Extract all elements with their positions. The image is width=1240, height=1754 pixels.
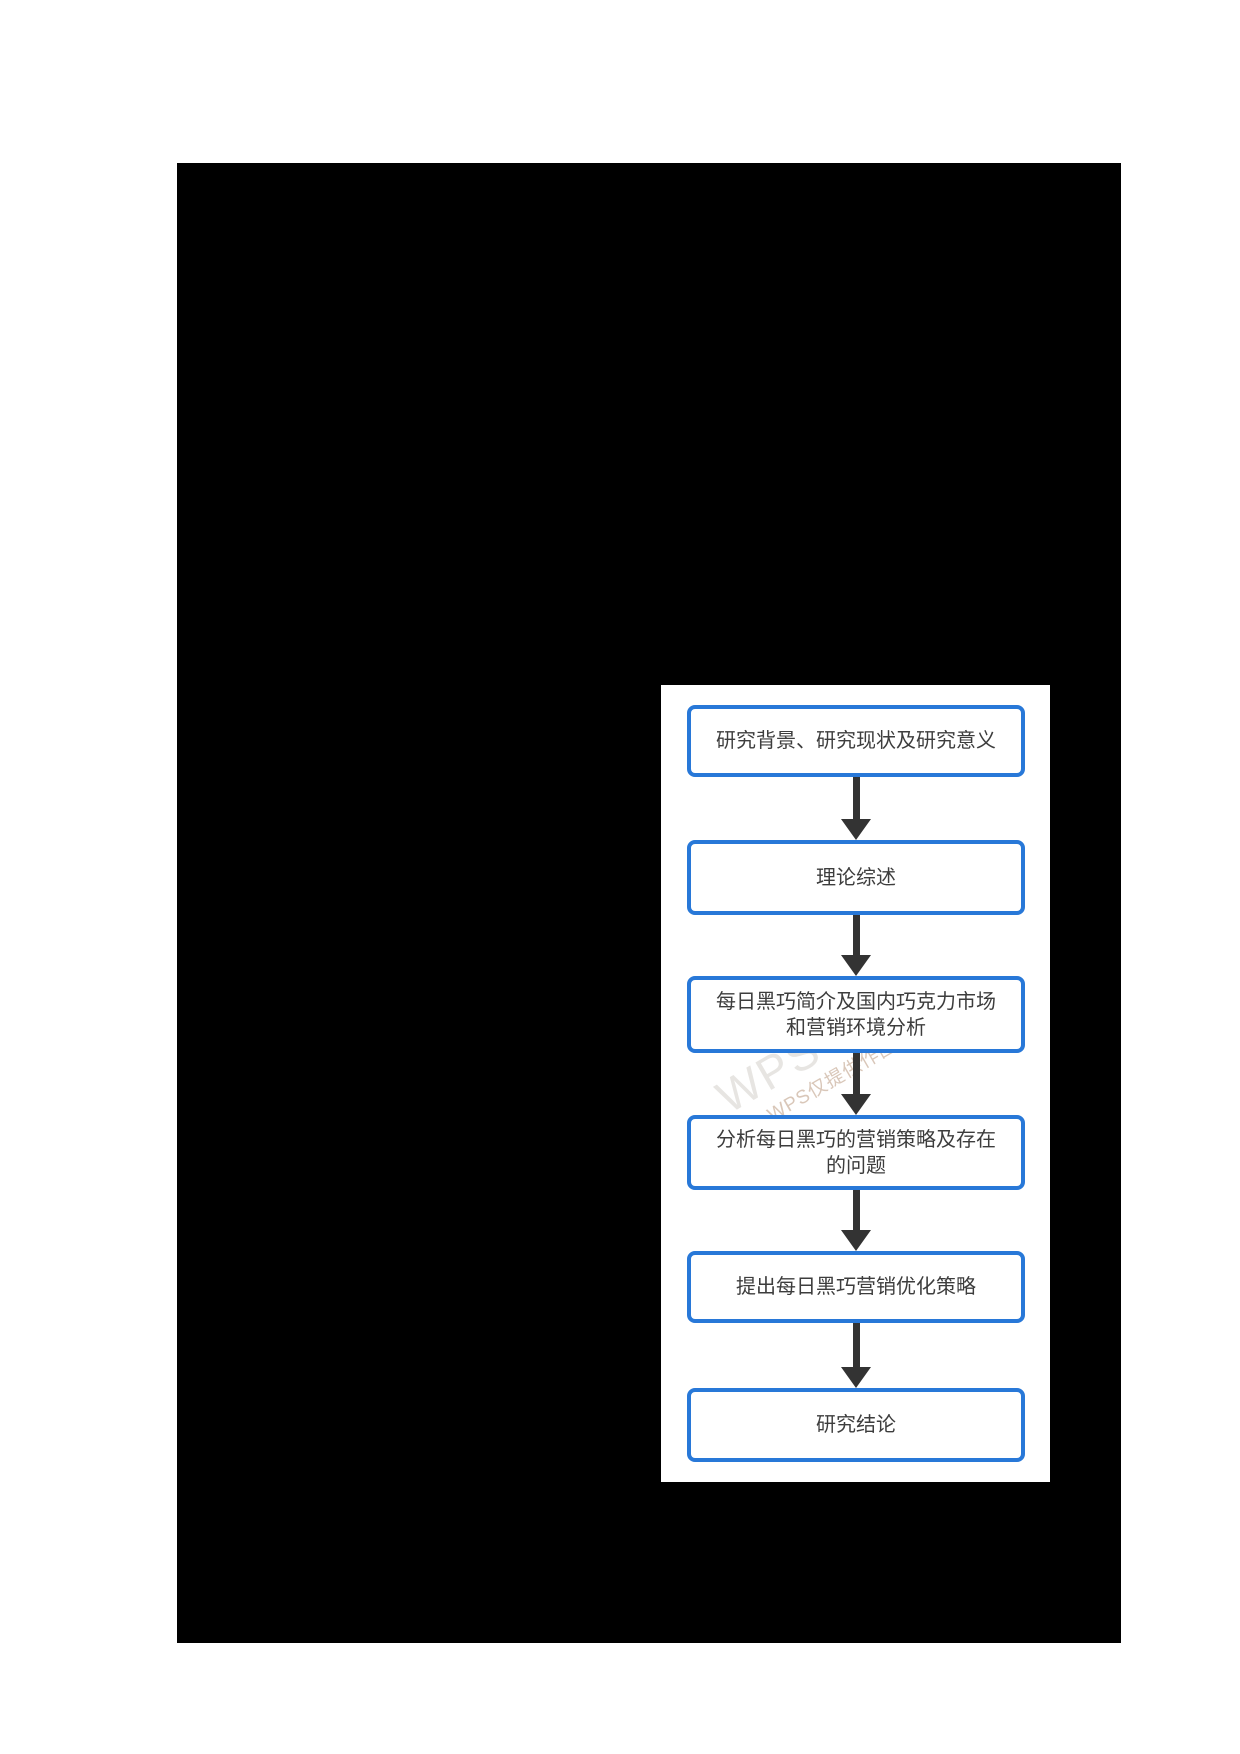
arrow-down-icon — [840, 915, 872, 976]
flowchart-panel: WPS Flow WPS仅提供作图能力 研究背景、研究现状及研究意义 理论综述 … — [661, 685, 1050, 1482]
flow-node-optimization-strategy: 提出每日黑巧营销优化策略 — [687, 1251, 1025, 1323]
arrow-head — [841, 1367, 871, 1388]
flow-node-company-market-analysis: 每日黑巧简介及国内巧克力市场 和营销环境分析 — [687, 976, 1025, 1053]
flow-node-theory-review: 理论综述 — [687, 840, 1025, 915]
flow-node-research-background: 研究背景、研究现状及研究意义 — [687, 705, 1025, 777]
arrow-head — [841, 1230, 871, 1251]
arrow-stem — [852, 1053, 860, 1094]
arrow-down-icon — [840, 1053, 872, 1115]
arrow-down-icon — [840, 1323, 872, 1388]
arrow-stem — [852, 1190, 860, 1230]
arrow-head — [841, 819, 871, 840]
flow-node-research-conclusion: 研究结论 — [687, 1388, 1025, 1462]
arrow-stem — [852, 777, 860, 819]
document-canvas: WPS Flow WPS仅提供作图能力 研究背景、研究现状及研究意义 理论综述 … — [177, 163, 1121, 1643]
arrow-stem — [852, 915, 860, 955]
flow-node-strategy-problem-analysis: 分析每日黑巧的营销策略及存在 的问题 — [687, 1115, 1025, 1190]
arrow-down-icon — [840, 1190, 872, 1251]
arrow-head — [841, 955, 871, 976]
arrow-down-icon — [840, 777, 872, 840]
arrow-stem — [852, 1323, 860, 1367]
arrow-head — [841, 1094, 871, 1115]
